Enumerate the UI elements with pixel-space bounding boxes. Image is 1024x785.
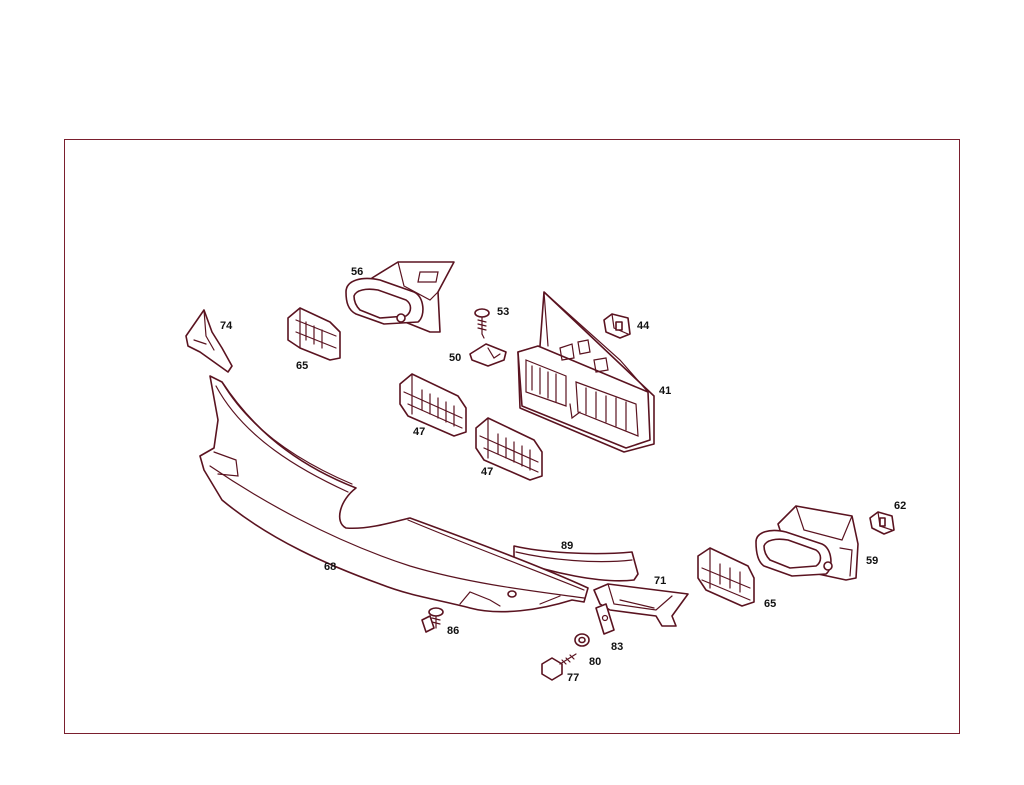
callout-47-lower: 47 xyxy=(481,466,493,478)
callout-68: 68 xyxy=(324,561,336,573)
part-59-air-duct xyxy=(755,505,859,581)
callout-50: 50 xyxy=(449,352,461,364)
part-80-washer xyxy=(574,633,590,647)
callout-83: 83 xyxy=(611,641,623,653)
callout-47-upper: 47 xyxy=(413,426,425,438)
callout-80: 80 xyxy=(589,656,601,668)
part-68-dash-panel xyxy=(199,375,589,613)
callout-41: 41 xyxy=(659,385,671,397)
callout-62: 62 xyxy=(894,500,906,512)
part-62-clip xyxy=(869,511,895,535)
part-65-clip-lower xyxy=(697,547,755,607)
callout-86: 86 xyxy=(447,625,459,637)
callout-89: 89 xyxy=(561,540,573,552)
callout-44: 44 xyxy=(637,320,650,332)
part-86-rivet xyxy=(421,607,444,633)
callout-77: 77 xyxy=(567,672,579,684)
callout-53: 53 xyxy=(497,306,509,318)
callout-65-upper: 65 xyxy=(296,360,308,372)
part-77-bolt xyxy=(541,653,577,681)
part-41-center-vent xyxy=(517,291,655,453)
callout-65-lower: 65 xyxy=(764,598,776,610)
callout-56: 56 xyxy=(351,266,363,278)
part-47-grille-lower xyxy=(475,417,543,481)
callout-74: 74 xyxy=(220,320,233,332)
callout-71: 71 xyxy=(654,575,666,587)
callout-59: 59 xyxy=(866,555,878,567)
part-44-clip xyxy=(603,313,631,339)
callout-labels: 74 65 56 53 50 44 41 47 47 62 59 65 89 7… xyxy=(220,266,906,684)
part-47-grille-upper xyxy=(399,373,467,437)
part-83-speed-nut xyxy=(595,603,615,635)
part-53-screw xyxy=(474,308,490,339)
part-50-clip-nut xyxy=(469,343,507,367)
part-65-clip-upper xyxy=(287,307,341,361)
diagram-frame xyxy=(64,139,960,734)
part-56-air-duct xyxy=(345,261,455,333)
part-74-bracket xyxy=(185,309,233,373)
